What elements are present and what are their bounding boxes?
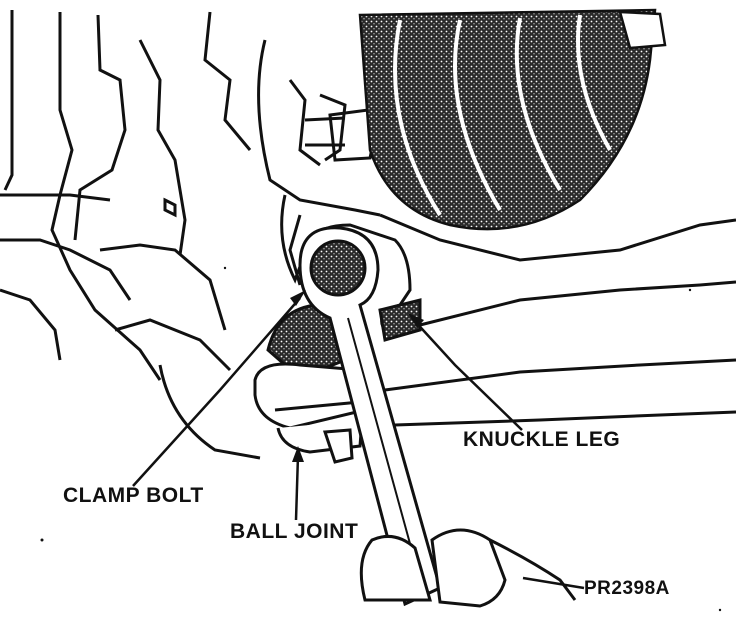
cv-joint-boot	[358, 8, 667, 231]
arrow-ball-joint	[292, 446, 304, 462]
ball-joint-label: BALL JOINT	[230, 520, 359, 543]
leader-knuckle-leg	[411, 317, 523, 431]
hub-spindle	[257, 39, 381, 286]
leader-clamp-bolt	[132, 297, 301, 487]
figure-id-label: PR2398A	[584, 578, 670, 599]
print-specks	[40, 266, 722, 612]
arrow-knuckle-leg	[408, 313, 424, 328]
leader-lines	[132, 290, 585, 590]
ball-joint	[253, 303, 367, 464]
clamp-bolt-label: CLAMP BOLT	[63, 484, 204, 507]
leader-ball-joint	[294, 454, 300, 521]
knuckle-leg	[280, 194, 422, 342]
hand	[359, 528, 577, 608]
steering-knuckle	[0, 10, 261, 460]
knuckle-leg-label: KNUCKLE LEG	[463, 428, 621, 451]
lower-control-arm	[379, 213, 736, 427]
arrow-clamp-bolt	[290, 290, 306, 306]
leader-figure-id	[522, 576, 585, 590]
wrench	[298, 226, 442, 607]
